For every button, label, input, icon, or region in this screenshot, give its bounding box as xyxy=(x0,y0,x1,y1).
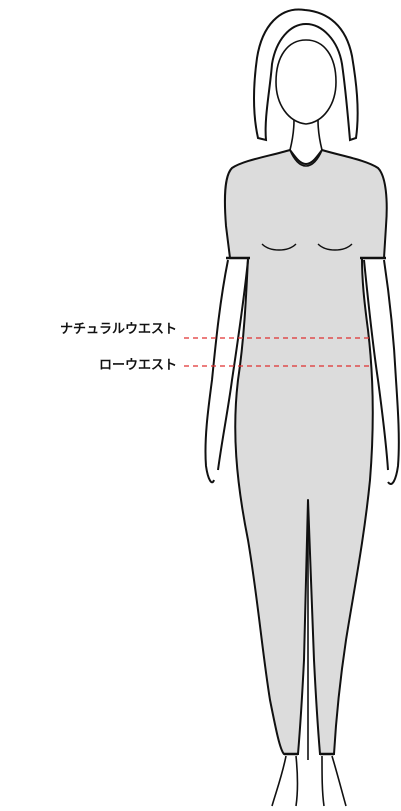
left-arm xyxy=(204,259,249,484)
low-waist-label: ローウエスト xyxy=(98,358,177,373)
neck-outline xyxy=(289,119,323,151)
neckline xyxy=(289,149,323,167)
feet xyxy=(271,755,347,807)
natural-waist-label: ナチュラルウエスト xyxy=(59,322,177,337)
face-outline xyxy=(275,39,337,125)
torso-and-legs xyxy=(223,148,388,755)
right-arm xyxy=(363,259,400,485)
bust-lines xyxy=(261,243,353,251)
hair-outline xyxy=(253,8,359,142)
